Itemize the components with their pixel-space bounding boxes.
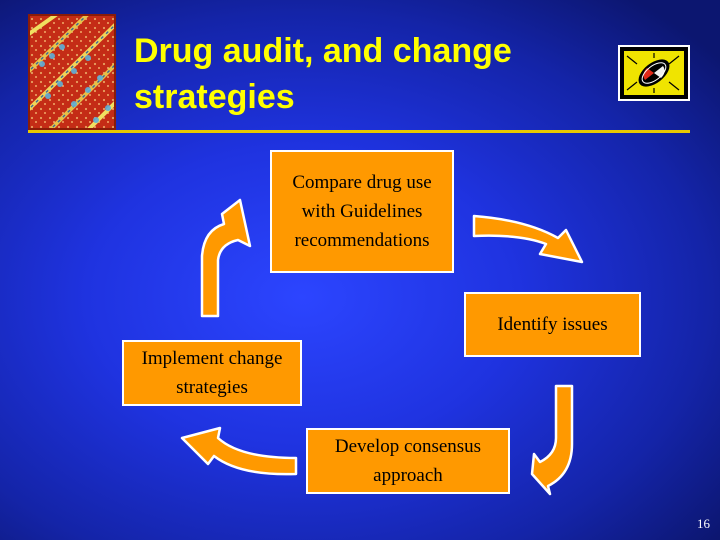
- cycle-arrow-compare-to-identify-icon: [472, 214, 584, 264]
- page-number: 16: [697, 516, 710, 531]
- cycle-arrow-implement-to-compare-icon: [200, 198, 252, 318]
- bacteria-image-icon: [28, 14, 116, 130]
- cycle-step-compare: Compare drug use with Guidelines recomme…: [270, 150, 454, 273]
- cycle-arrow-identify-to-develop-icon: [530, 384, 574, 496]
- cycle-arrow-develop-to-implement-icon: [180, 426, 298, 476]
- cycle-step-implement: Implement change strategies: [122, 340, 302, 406]
- title-divider: [28, 130, 690, 133]
- cycle-step-implement-label: Implement change strategies: [141, 348, 283, 398]
- cycle-step-compare-label: Compare drug use with Guidelines recomme…: [292, 172, 432, 251]
- cycle-step-identify-label: Identify issues: [497, 314, 608, 335]
- cycle-step-identify: Identify issues: [464, 292, 641, 357]
- pill-capsule-icon: [617, 44, 691, 104]
- cycle-step-develop: Develop consensus approach: [306, 428, 510, 494]
- cycle-step-develop-label: Develop consensus approach: [334, 436, 482, 486]
- slide-title: Drug audit, and change strategies: [134, 32, 512, 116]
